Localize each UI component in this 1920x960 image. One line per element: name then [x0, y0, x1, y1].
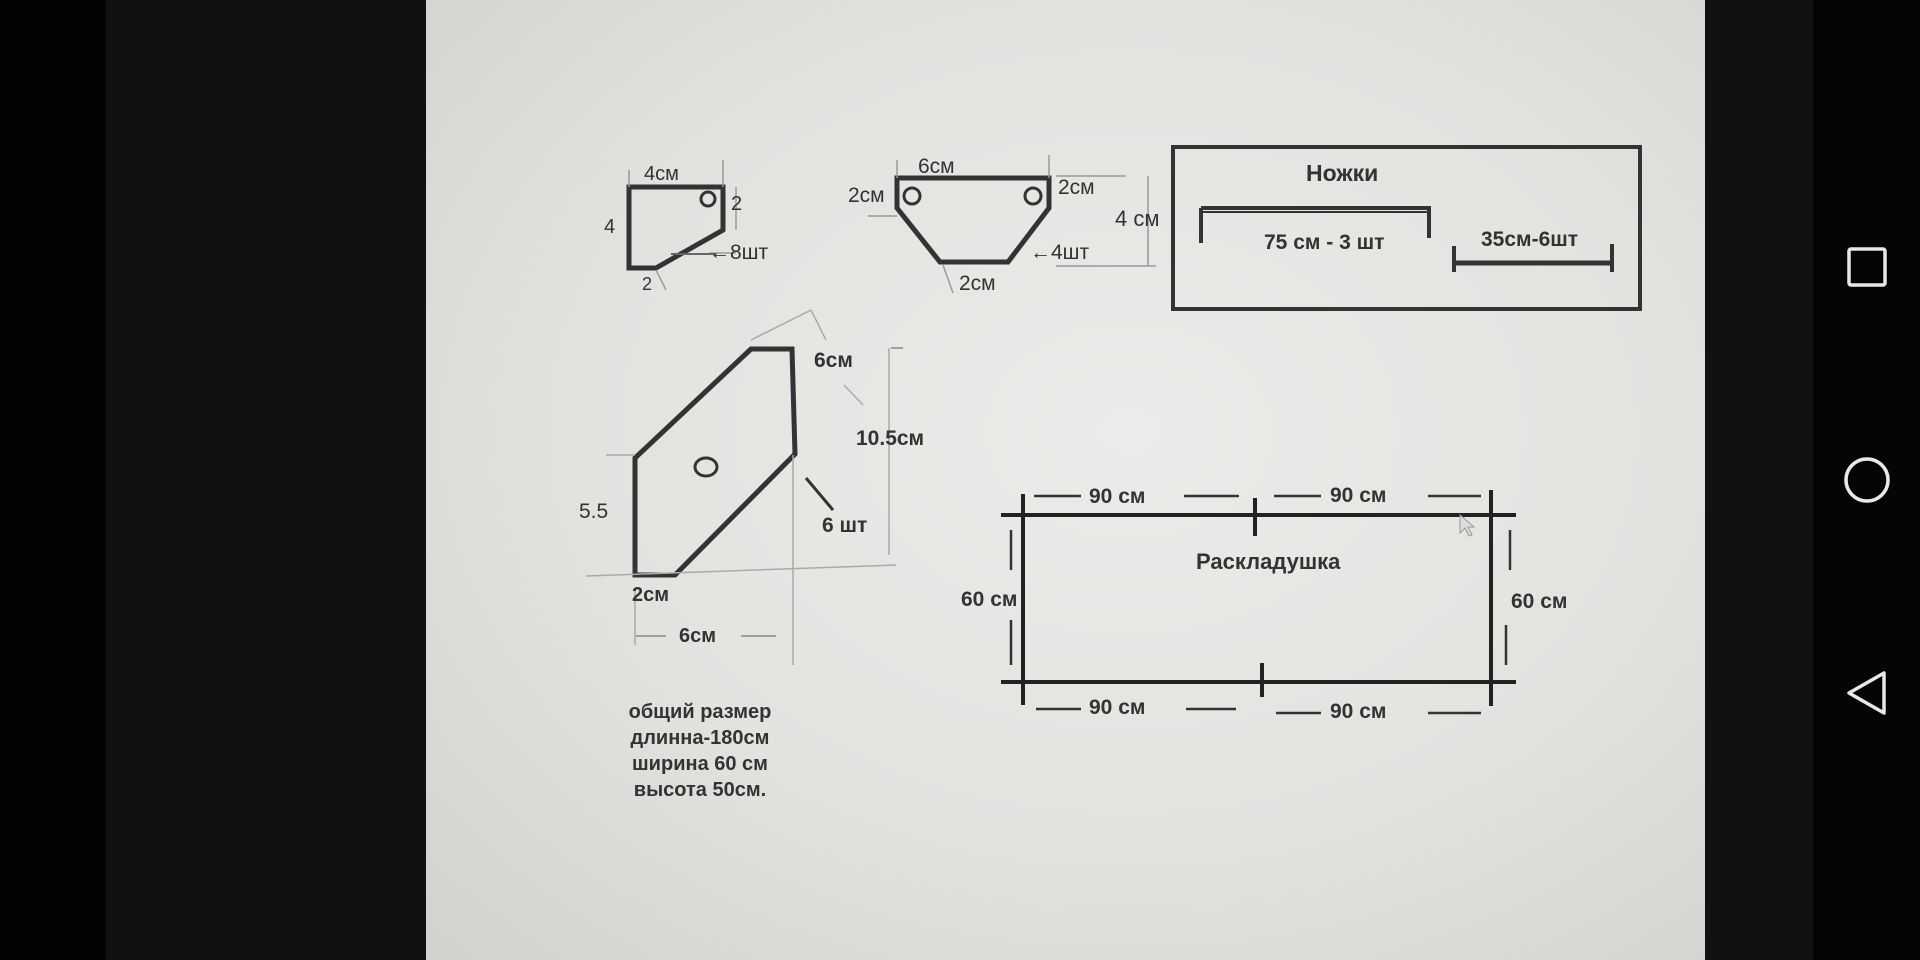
android-navigation-bar: [1813, 0, 1920, 960]
legs-box: Ножки 75 см - 3 шт 35см-6шт: [1171, 145, 1642, 311]
video-frame: 4см 4 2 2 ←8шт: [106, 0, 1813, 960]
small-right-label: 2: [731, 193, 742, 215]
frame-top-left-label: 90 см: [1089, 485, 1145, 508]
frame-right-label: 60 см: [1511, 590, 1567, 613]
left-letterbox: [0, 0, 106, 960]
small-count-label: ←8шт: [709, 241, 769, 264]
overall-size-note: общий размер длинна-180см ширина 60 см в…: [629, 701, 772, 801]
overall-line-2: длинна-180см: [631, 727, 770, 749]
large-bottom-small-label: 2см: [632, 584, 669, 606]
frame-left-label: 60 см: [961, 588, 1017, 611]
large-count-label: 6 шт: [822, 514, 867, 537]
large-height-label: 10.5см: [856, 427, 924, 450]
small-piece: 4см 4 2 2 ←8шт: [604, 160, 769, 294]
frame-bottom-left-label: 90 см: [1089, 696, 1145, 719]
trapezoid-piece: 6см 2см 2см 4 см 2см ←4шт: [848, 155, 1159, 295]
recent-apps-button[interactable]: [1813, 222, 1920, 312]
cot-frame: Раскладушка 90 см 90 см 90 см 90 см 60 с…: [961, 484, 1567, 723]
overall-line-4: высота 50см.: [634, 779, 766, 801]
frame-top-right-label: 90 см: [1330, 484, 1386, 507]
small-left-label: 4: [604, 216, 615, 238]
large-left-label: 5.5: [579, 500, 608, 523]
large-top-label: 6см: [814, 349, 853, 372]
small-top-label: 4см: [644, 163, 679, 185]
trap-count-label: ←4шт: [1030, 241, 1090, 264]
overall-line-3: ширина 60 см: [632, 753, 768, 775]
large-bottom-label: 6см: [679, 625, 716, 647]
small-bottom-label: 2: [642, 274, 652, 294]
overall-line-1: общий размер: [629, 701, 772, 723]
triangle-back-icon: [1846, 671, 1886, 715]
legs-long-label: 75 см - 3 шт: [1264, 231, 1384, 254]
legs-title: Ножки: [1306, 160, 1378, 186]
legs-short-label: 35см-6шт: [1481, 228, 1578, 251]
home-button[interactable]: [1813, 435, 1920, 525]
trap-top-label: 6см: [918, 155, 955, 178]
back-button[interactable]: [1813, 648, 1920, 738]
trap-height-label: 4 см: [1115, 206, 1159, 231]
frame-bottom-right-label: 90 см: [1330, 700, 1386, 723]
cursor-icon: [1459, 513, 1476, 537]
furniture-diagram: 4см 4 2 2 ←8шт: [579, 145, 1642, 801]
square-icon: [1846, 247, 1887, 287]
trap-left-label: 2см: [848, 184, 885, 207]
frame-title: Раскладушка: [1196, 549, 1341, 574]
circle-icon: [1843, 457, 1890, 503]
trap-bottom-label: 2см: [959, 272, 996, 295]
large-piece: 6см 10.5см 5.5 6 шт 2см 6см: [579, 309, 924, 665]
photo-of-sheet: 4см 4 2 2 ←8шт: [426, 0, 1705, 960]
trap-right-label: 2см: [1058, 176, 1095, 199]
